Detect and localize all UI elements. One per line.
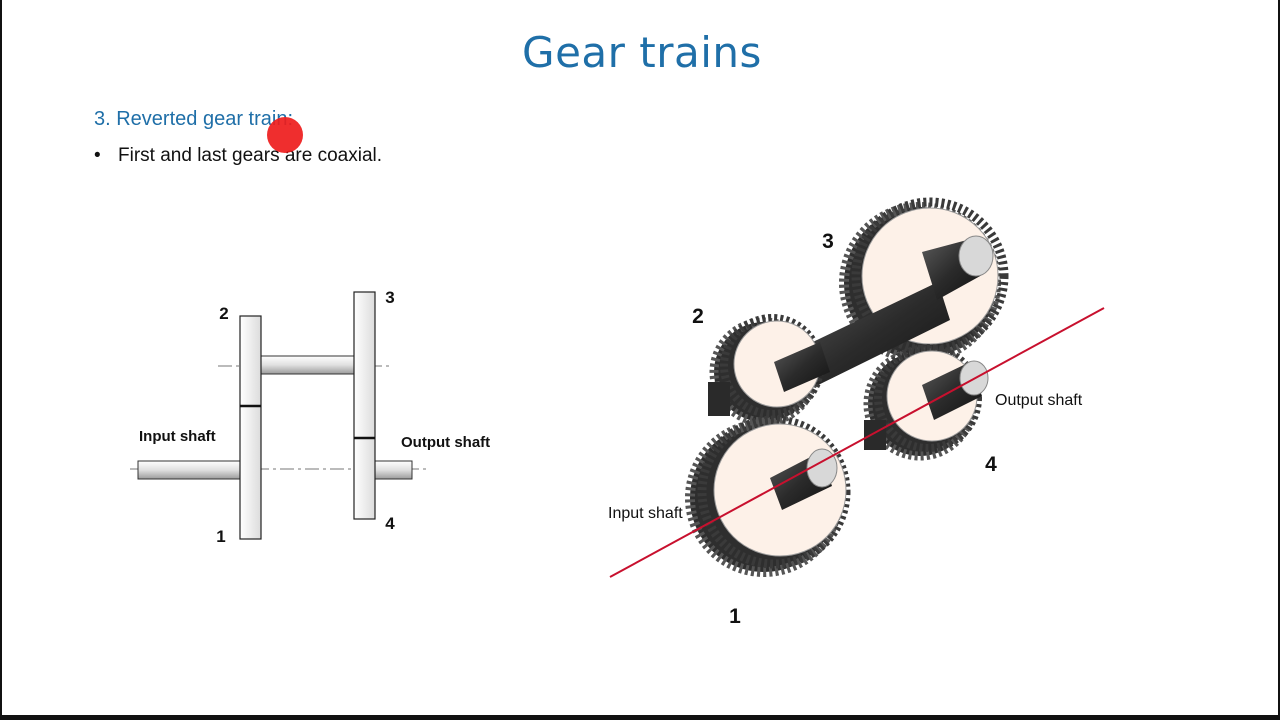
left-label-3: 3 <box>385 288 394 307</box>
gear-1 <box>685 415 851 577</box>
right-input-shaft-label: Input shaft <box>608 505 683 522</box>
slide-title: Gear trains <box>522 28 762 77</box>
left-label-1: 1 <box>216 527 225 546</box>
bullet-item: • First and last gears are coaxial. <box>94 145 382 167</box>
left-output-shaft-label: Output shaft <box>401 434 490 451</box>
left-label-4: 4 <box>385 514 395 533</box>
gear-1-2-plate <box>239 315 262 540</box>
bullet-dot-icon: • <box>94 145 101 166</box>
right-label-3: 3 <box>822 230 834 253</box>
gear-3-4-plate <box>353 291 376 520</box>
bullet-text: First and last gears are coaxial. <box>118 145 383 166</box>
right-label-1: 1 <box>729 605 741 628</box>
left-input-shaft-label: Input shaft <box>139 428 216 445</box>
countershaft-3d <box>792 282 950 392</box>
right-label-4: 4 <box>985 453 997 476</box>
gear-2-hub <box>774 342 830 392</box>
left-label-2: 2 <box>219 304 228 323</box>
laser-pointer-icon <box>267 117 303 153</box>
gear-4-back-hub <box>864 420 886 450</box>
right-output-shaft-label: Output shaft <box>995 392 1083 409</box>
gear-2-back-hub <box>708 382 730 416</box>
gear-3-hub-end <box>958 235 994 277</box>
coaxial-axis-line <box>609 307 1105 578</box>
right-label-2: 2 <box>692 305 704 328</box>
section-heading: 3. Reverted gear train: <box>94 108 293 130</box>
